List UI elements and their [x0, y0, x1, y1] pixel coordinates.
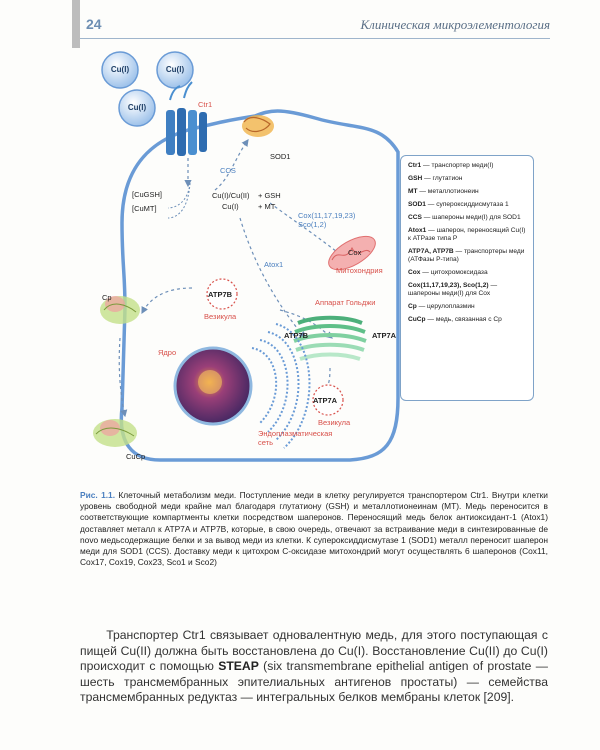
legend-item: Ctr1 — транспортер меди(I) [408, 162, 527, 170]
label-gsh: + GSH [258, 191, 281, 200]
figure-legend: Ctr1 — транспортер меди(I) GSH — глутатио… [400, 155, 534, 401]
ceruloplasmin-protein [100, 296, 140, 324]
label-ctr1: Ctr1 [198, 100, 213, 109]
legend-list: Ctr1 — транспортер меди(I) GSH — глутатио… [401, 156, 533, 324]
legend-definition: — транспортеры меди (АТФазы Р-типа) [408, 248, 525, 263]
caption-label: Рис. 1.1. [80, 490, 116, 500]
figure-caption: Рис. 1.1. Клеточный метаболизм меди. Пос… [80, 490, 548, 568]
legend-item: ATP7A, ATP7B — транспортеры меди (АТФазы… [408, 248, 527, 264]
legend-definition: — металлотионеин [417, 188, 479, 195]
legend-item: Cox — цитохромоксидаза [408, 269, 527, 277]
legend-item: SOD1 — супероксиддисмутаза 1 [408, 201, 527, 209]
legend-definition: — шаперон, переносящий Cu(I) к ATPазе ти… [408, 227, 526, 242]
label-atp7a-golgi: ATP7A [372, 331, 397, 340]
legend-definition: — транспортер меди(I) [421, 162, 494, 169]
label-cox: Cox [348, 248, 362, 257]
legend-definition: — шапероны меди(I) для SOD1 [421, 214, 521, 221]
legend-term: MT [408, 188, 418, 195]
label-cu-center2: Cu(I) [222, 202, 239, 211]
body-text-part1: Транспортер Ctr1 связывает одновалентную… [80, 628, 548, 674]
body-paragraph: Транспортер Ctr1 связывает одновалентную… [80, 628, 548, 706]
legend-term: Cox(11,17,19,23), Sco(1,2) [408, 282, 489, 289]
body-term-steap: STEAP [218, 659, 259, 674]
label-atp7a-vesicle: ATP7A [313, 396, 338, 405]
legend-term: CCS [408, 214, 422, 221]
label-nucleus: Ядро [158, 348, 177, 357]
label-golgi: Аппарат Гольджи [315, 298, 376, 307]
legend-item: Cp — церулоплазмин [408, 303, 527, 311]
label-ccs: CCS [220, 166, 236, 175]
legend-item: Atox1 — шаперон, переносящий Cu(I) к ATP… [408, 227, 527, 243]
running-title: Клиническая микроэлементология [360, 17, 550, 32]
label-cox-chaperones: Cox(11,17,19,23) [298, 211, 356, 220]
mitochondrion [328, 235, 376, 271]
label-cu-center1: Cu(I)/Cu(II) [212, 191, 250, 200]
legend-term: Ctr1 [408, 162, 422, 169]
caption-text: Клеточный метаболизм меди. Поступление м… [80, 490, 548, 568]
legend-term: GSH [408, 175, 423, 182]
legend-definition: — цитохромоксидаза [420, 269, 488, 276]
vesicle-atp7a [312, 384, 344, 416]
legend-definition: — медь, связанная с Cp [425, 316, 502, 323]
legend-definition: — глутатион [422, 175, 463, 182]
endoplasmic-reticulum [251, 323, 311, 449]
cu-ion [101, 51, 139, 89]
label-er-2: сеть [258, 438, 274, 447]
golgi-apparatus [293, 315, 367, 361]
legend-item: Cox(11,17,19,23), Sco(1,2) — шапероны ме… [408, 282, 527, 298]
header-rule [80, 38, 550, 39]
legend-item: GSH — глутатион [408, 175, 527, 183]
label-mitochondrion: Митохондрия [336, 266, 383, 275]
label-vesicle-1: Везикула [204, 312, 237, 321]
cu-ion-label: Cu(I) [110, 65, 130, 74]
label-sod1: SOD1 [270, 152, 291, 161]
body-text-part2: (six transmembrane epithelial antigen of… [80, 659, 548, 705]
label-atox1: Atox1 [264, 260, 284, 269]
ctr1-transporter [166, 81, 207, 156]
figure-diagram [93, 51, 400, 462]
cu-ion [118, 89, 156, 127]
label-vesicle-2: Везикула [318, 418, 351, 427]
page-number: 24 [86, 16, 102, 32]
cu-ion [156, 51, 194, 89]
label-cucp: CuCp [126, 452, 146, 461]
page-edge-bar [72, 0, 80, 48]
label-cumt: [CuMT] [132, 204, 157, 213]
cell-membrane [119, 109, 400, 462]
page-header: 24 Клиническая микроэлементология [80, 14, 550, 38]
label-cugsh: [CuGSH] [132, 190, 163, 199]
label-atp7b-vesicle: ATP7B [208, 290, 233, 299]
label-er: Эндоплазматическая [258, 429, 333, 438]
label-cp: Cp [102, 293, 112, 302]
sod1-protein [242, 115, 274, 137]
cu-ion-label: Cu(I) [127, 103, 147, 112]
legend-item: MT — металлотионеин [408, 188, 527, 196]
vesicle-atp7b [206, 278, 238, 310]
cu-ion-label: Cu(I) [165, 65, 185, 74]
figure-cell-copper-metabolism: Cu(I) Cu(I) Cu(I) Ctr1 SOD1 CCS [CuGSH] … [80, 48, 550, 476]
label-mt: + MT [258, 202, 276, 211]
legend-definition: — церулоплазмин [416, 303, 475, 310]
legend-term: Atox1 [408, 227, 427, 234]
legend-definition: — супероксиддисмутаза 1 [425, 201, 509, 208]
legend-item: CCS — шапероны меди(I) для SOD1 [408, 214, 527, 222]
legend-definition: — шапероны меди(I) для Cox [408, 282, 498, 297]
legend-term: Cp [408, 303, 417, 310]
label-sco-chaperones: Sco(1,2) [298, 220, 327, 229]
legend-item: CuCp — медь, связанная с Cp [408, 316, 527, 324]
legend-term: Cox [408, 269, 421, 276]
legend-term: CuCp [408, 316, 426, 323]
legend-term: SOD1 [408, 201, 426, 208]
cucp-protein [93, 419, 137, 447]
legend-term: ATP7A, ATP7B [408, 248, 454, 255]
label-atp7b-golgi: ATP7B [284, 331, 309, 340]
